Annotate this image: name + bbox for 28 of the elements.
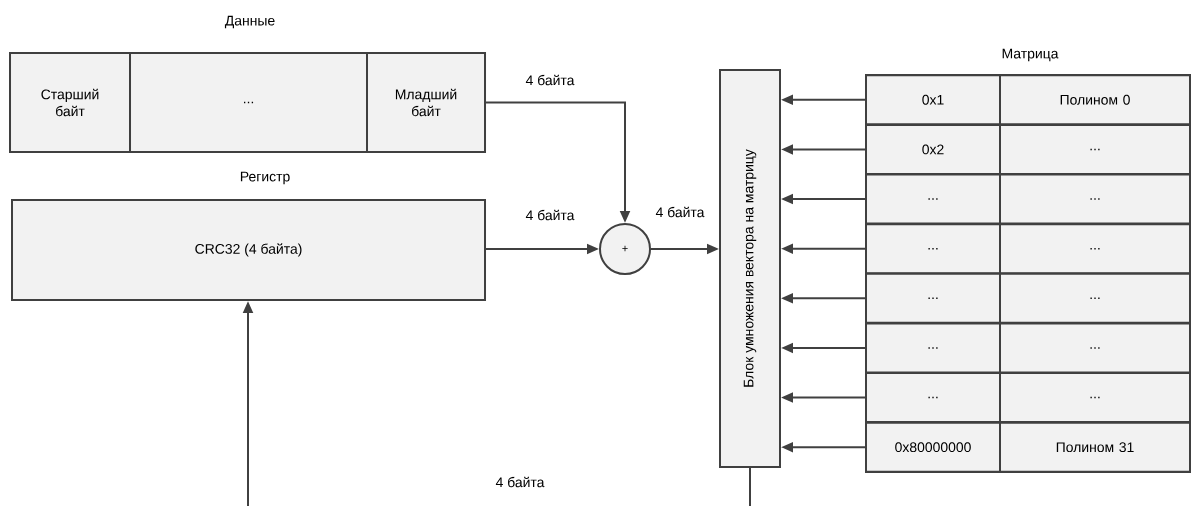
matrix-cell: ...	[999, 223, 1191, 275]
matrix-cell: 0x80000000	[865, 421, 1001, 473]
register-box: CRC32 (4 байта)	[11, 199, 486, 301]
matrix-cell: ...	[865, 223, 1001, 275]
edge-label: 4 байта	[524, 73, 576, 87]
matrix-cell: 0x2	[865, 123, 1001, 175]
matrix-cell: ...	[865, 173, 1001, 225]
data-cell: Старший байт	[9, 52, 131, 153]
matrix-cell: ...	[999, 372, 1191, 424]
matrix-cell: Полином 31	[999, 421, 1191, 473]
data-cell: ...	[129, 52, 368, 153]
edge-label: 4 байта	[524, 208, 576, 222]
data-cell: Младший байт	[366, 52, 486, 153]
matrix-cell: ...	[865, 272, 1001, 324]
heading: Матрица	[1002, 48, 1059, 62]
heading: Регистр	[240, 171, 290, 185]
multiplier-block: Блок умножения вектора на матрицу	[719, 69, 781, 468]
edge-label: 4 байта	[654, 205, 706, 219]
matrix-cell: ...	[999, 322, 1191, 374]
matrix-cell: Полином 0	[999, 74, 1191, 126]
matrix-cell: 0x1	[865, 74, 1001, 126]
flow-label: 4 байта	[495, 476, 545, 488]
heading: Данные	[224, 15, 275, 29]
matrix-cell: ...	[865, 372, 1001, 424]
matrix-cell: ...	[999, 123, 1191, 175]
matrix-cell: ...	[999, 272, 1191, 324]
matrix-cell: ...	[999, 173, 1191, 225]
matrix-cell: ...	[865, 322, 1001, 374]
